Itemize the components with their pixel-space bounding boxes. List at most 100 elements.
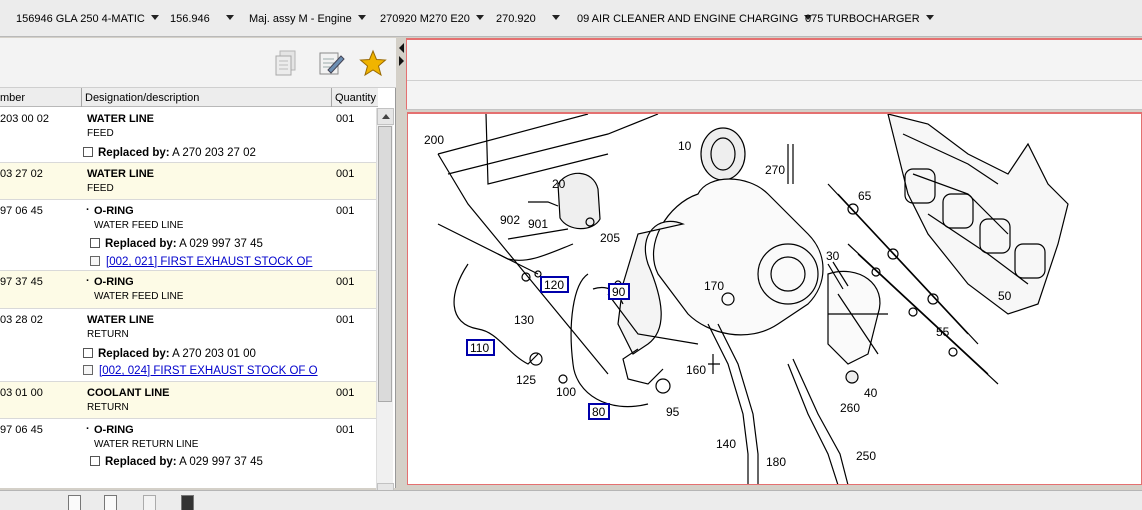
- breadcrumb-engine-code[interactable]: 270.920: [496, 13, 560, 25]
- part-quantity: 001: [336, 387, 355, 399]
- part-designation: WATER LINE: [87, 168, 155, 180]
- table-row[interactable]: 97 37 45 · O-RING WATER FEED LINE 001: [0, 271, 376, 309]
- chevron-down-icon: [357, 15, 366, 20]
- reference-link-text[interactable]: [002, 024] FIRST EXHAUST STOCK OF O: [99, 365, 318, 377]
- breadcrumb-assembly[interactable]: Maj. assy M - Engine: [249, 13, 366, 25]
- callout-80[interactable]: 80: [592, 405, 606, 419]
- copy-icon[interactable]: [272, 48, 302, 78]
- callout-30: 30: [826, 249, 840, 263]
- part-number: 03 01 00: [0, 387, 43, 399]
- part-subdescription: RETURN: [87, 329, 129, 340]
- breadcrumb-group[interactable]: 09 AIR CLEANER AND ENGINE CHARGING: [577, 13, 813, 25]
- table-row[interactable]: 03 01 00 COOLANT LINE RETURN 001: [0, 382, 376, 419]
- print-icon[interactable]: [181, 495, 194, 510]
- table-row[interactable]: 03 28 02 WATER LINE RETURN 001 Replaced …: [0, 309, 376, 382]
- replaced-checkbox[interactable]: [90, 456, 100, 466]
- diagram-lines: [437, 114, 1069, 484]
- chevron-down-icon: [225, 15, 234, 20]
- breadcrumb-engine[interactable]: 270920 M270 E20: [380, 13, 484, 25]
- replaced-checkbox[interactable]: [90, 238, 100, 248]
- callout-125: 125: [516, 373, 536, 387]
- panel-splitter[interactable]: [397, 38, 406, 488]
- part-subdescription: WATER FEED LINE: [94, 291, 184, 302]
- edit-note-icon[interactable]: [316, 48, 346, 78]
- part-subdescription: FEED: [87, 128, 114, 139]
- breadcrumb-model-code[interactable]: 156.946: [170, 13, 234, 25]
- replaced-part-number: A 029 997 37 45: [179, 238, 263, 250]
- toolbar-divider: [407, 80, 1142, 81]
- reference-link-text[interactable]: [002, 021] FIRST EXHAUST STOCK OF: [106, 256, 313, 268]
- replaced-checkbox[interactable]: [83, 348, 93, 358]
- callout-130: 130: [514, 313, 534, 327]
- replaced-by: Replaced by: A 270 203 27 02: [83, 147, 256, 159]
- breadcrumb-model-label: 156946 GLA 250 4-MATIC: [16, 13, 145, 25]
- bullet-icon: ·: [86, 204, 90, 216]
- callout-20: 20: [552, 177, 566, 191]
- callout-100: 100: [556, 385, 576, 399]
- callout-250: 250: [856, 449, 876, 463]
- callout-110[interactable]: 110: [470, 341, 489, 355]
- callout-box-120[interactable]: [540, 276, 569, 293]
- breadcrumb-subgroup-label: 075 TURBOCHARGER: [805, 13, 920, 25]
- table-row[interactable]: 97 06 45 · O-RING WATER FEED LINE 001 Re…: [0, 200, 376, 271]
- part-subdescription: FEED: [87, 183, 114, 194]
- breadcrumb-model-code-label: 156.946: [170, 13, 210, 25]
- part-designation: WATER LINE: [87, 314, 155, 326]
- callout-270: 270: [765, 163, 785, 177]
- table-row[interactable]: 03 27 02 WATER LINE FEED 001: [0, 163, 376, 200]
- column-part-number[interactable]: mber: [0, 92, 26, 104]
- callout-box-80[interactable]: [588, 403, 610, 420]
- chevron-down-icon: [475, 15, 484, 20]
- document-icon[interactable]: [143, 495, 156, 510]
- callout-box-90[interactable]: [608, 283, 630, 300]
- table-header: mber Designation/description Quantity: [0, 88, 378, 107]
- callout-901: 901: [528, 217, 548, 231]
- parts-table-body: 203 00 02 WATER LINE FEED 001 Replaced b…: [0, 108, 376, 483]
- callout-120[interactable]: 120: [544, 278, 564, 292]
- column-designation[interactable]: Designation/description: [85, 92, 200, 104]
- breadcrumb-engine-code-label: 270.920: [496, 13, 536, 25]
- part-number: 03 28 02: [0, 314, 43, 326]
- breadcrumb-engine-label: 270920 M270 E20: [380, 13, 470, 25]
- drawing-toolbar: [406, 38, 1142, 110]
- breadcrumb-model[interactable]: 156946 GLA 250 4-MATIC: [16, 13, 159, 25]
- expand-right-icon[interactable]: [399, 56, 404, 66]
- document-icon[interactable]: [104, 495, 117, 510]
- reference-link[interactable]: [002, 021] FIRST EXHAUST STOCK OF: [90, 256, 312, 268]
- callout-10: 10: [678, 139, 692, 153]
- vertical-scrollbar[interactable]: [376, 108, 394, 500]
- document-icon[interactable]: [68, 495, 81, 510]
- replaced-part-number: A 270 203 27 02: [172, 147, 256, 159]
- document-icon: [90, 256, 100, 266]
- part-subdescription: RETURN: [87, 402, 129, 413]
- collapse-left-icon[interactable]: [399, 43, 404, 53]
- column-divider[interactable]: [331, 88, 332, 107]
- table-row[interactable]: 203 00 02 WATER LINE FEED 001 Replaced b…: [0, 108, 376, 163]
- part-number: 97 37 45: [0, 276, 43, 288]
- callout-box-110[interactable]: [466, 339, 495, 356]
- column-quantity[interactable]: Quantity: [335, 92, 376, 104]
- scroll-up-button[interactable]: [377, 108, 394, 125]
- callout-170: 170: [704, 279, 724, 293]
- breadcrumb: 156946 GLA 250 4-MATIC 156.946 Maj. assy…: [0, 0, 1142, 37]
- favorite-star-icon[interactable]: [358, 48, 388, 78]
- part-quantity: 001: [336, 314, 355, 326]
- scroll-thumb[interactable]: [378, 126, 392, 402]
- column-divider[interactable]: [81, 88, 82, 107]
- part-quantity: 001: [336, 424, 355, 436]
- callout-260: 260: [840, 401, 860, 415]
- parts-toolbar: [0, 38, 396, 88]
- callout-180: 180: [766, 455, 786, 469]
- callout-90[interactable]: 90: [612, 285, 626, 299]
- replaced-checkbox[interactable]: [83, 147, 93, 157]
- replaced-label: Replaced by:: [98, 147, 170, 159]
- breadcrumb-subgroup[interactable]: 075 TURBOCHARGER: [805, 13, 934, 25]
- reference-link[interactable]: [002, 024] FIRST EXHAUST STOCK OF O: [83, 365, 318, 377]
- part-number: 03 27 02: [0, 168, 43, 180]
- table-row[interactable]: 97 06 45 · O-RING WATER RETURN LINE 001 …: [0, 419, 376, 483]
- replaced-label: Replaced by:: [105, 456, 177, 468]
- breadcrumb-assembly-label: Maj. assy M - Engine: [249, 13, 352, 25]
